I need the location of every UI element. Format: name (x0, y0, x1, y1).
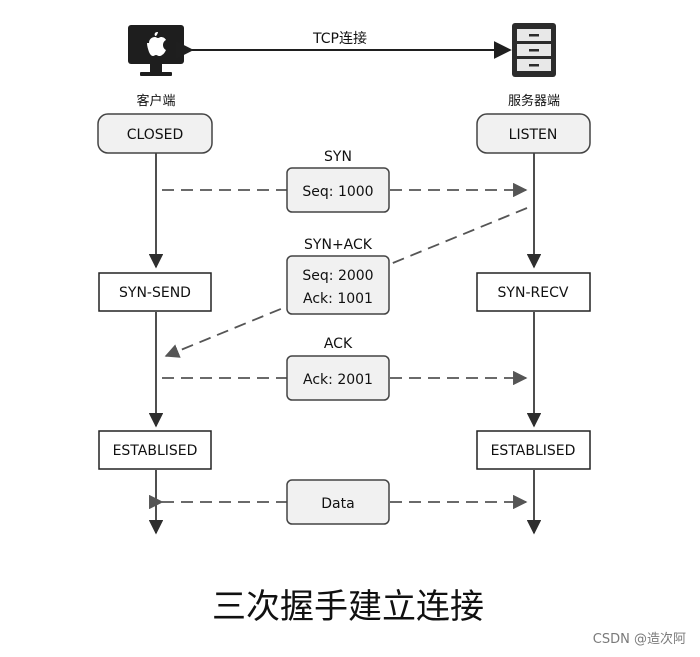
syn-ack-name: SYN+ACK (304, 237, 373, 253)
syn-ack-ack: Ack: 1001 (303, 291, 373, 307)
syn-packet-box: Seq: 1000 (286, 167, 390, 213)
listen-label: LISTEN (509, 127, 558, 143)
server-label: 服务器端 (508, 93, 560, 109)
server-established-label: ESTABLISED (491, 443, 576, 459)
syn-send-label: SYN-SEND (119, 285, 191, 301)
ack-ack: Ack: 2001 (303, 372, 373, 388)
watermark: CSDN @造次阿 (593, 631, 686, 647)
client-established-label: ESTABLISED (113, 443, 198, 459)
server-state-established: ESTABLISED (476, 430, 591, 470)
syn-seq: Seq: 1000 (302, 184, 373, 200)
server-rack-icon (512, 23, 556, 77)
client-state-established: ESTABLISED (98, 430, 212, 470)
closed-label: CLOSED (127, 127, 184, 143)
client-state-closed: CLOSED (97, 113, 213, 154)
client-state-syn-send: SYN-SEND (98, 272, 212, 312)
syn-recv-label: SYN-RECV (498, 285, 569, 301)
data-packet-box: Data (286, 479, 390, 525)
data-label: Data (321, 496, 354, 512)
server-state-listen: LISTEN (476, 113, 591, 154)
syn-ack-seq: Seq: 2000 (302, 268, 373, 284)
apple-monitor-icon (128, 25, 184, 76)
ack-name: ACK (324, 336, 353, 352)
tcp-connection-label: TCP连接 (312, 30, 367, 47)
ack-packet-box: Ack: 2001 (286, 355, 390, 401)
server-state-syn-recv: SYN-RECV (476, 272, 591, 312)
diagram-caption: 三次握手建立连接 (212, 587, 484, 627)
syn-name: SYN (324, 149, 352, 165)
syn-ack-packet-box: Seq: 2000 Ack: 1001 (286, 255, 390, 315)
client-label: 客户端 (136, 93, 175, 109)
